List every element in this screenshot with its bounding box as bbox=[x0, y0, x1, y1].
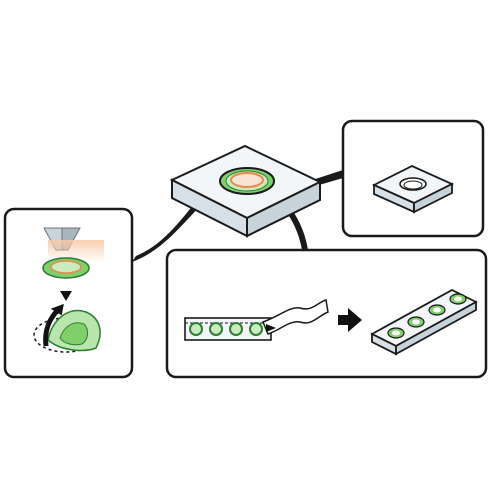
connector-to-left-panel bbox=[132, 192, 210, 262]
finished-strip-ring-1-hole bbox=[392, 330, 400, 336]
finished-square-hole-inner bbox=[403, 180, 423, 190]
panel-cutting-process bbox=[3, 207, 134, 379]
removed-piece-inner bbox=[59, 322, 89, 346]
finished-strip-ring-4-hole bbox=[454, 296, 462, 302]
strip-ring-2 bbox=[209, 322, 223, 336]
strip-ring-4 bbox=[249, 322, 263, 336]
arrow-up-curved-head bbox=[50, 303, 64, 316]
finished-strip-part bbox=[370, 288, 478, 356]
removed-piece bbox=[33, 303, 101, 353]
cut-ring bbox=[42, 257, 90, 279]
peeling-film bbox=[262, 299, 329, 335]
strip-ring-1 bbox=[189, 322, 203, 336]
connector-to-bottom-panel bbox=[272, 192, 308, 250]
finished-square-part bbox=[371, 165, 455, 214]
finished-strip-right bbox=[395, 300, 477, 356]
finished-square-hole bbox=[399, 177, 427, 191]
finished-strip-ring-2-hole bbox=[412, 319, 420, 325]
nozzle-glow bbox=[48, 240, 104, 262]
arrow-right-icon bbox=[338, 308, 362, 332]
flat-strip bbox=[184, 317, 272, 341]
finished-square-right bbox=[413, 182, 453, 214]
nozzle bbox=[43, 227, 104, 262]
center-part-right-side bbox=[246, 180, 321, 238]
center-ring-hole bbox=[230, 172, 264, 188]
strip-ring-3 bbox=[229, 322, 243, 336]
panel-single-part bbox=[341, 119, 485, 238]
center-part bbox=[169, 144, 323, 238]
finished-strip-ring-3-hole bbox=[433, 307, 441, 313]
peel-small-arrow-icon bbox=[266, 324, 276, 332]
cut-ring-inner bbox=[50, 260, 82, 274]
arrow-up-curved-icon bbox=[43, 308, 60, 347]
arrow-down-icon bbox=[60, 291, 72, 301]
panel-strip-process bbox=[165, 248, 488, 379]
